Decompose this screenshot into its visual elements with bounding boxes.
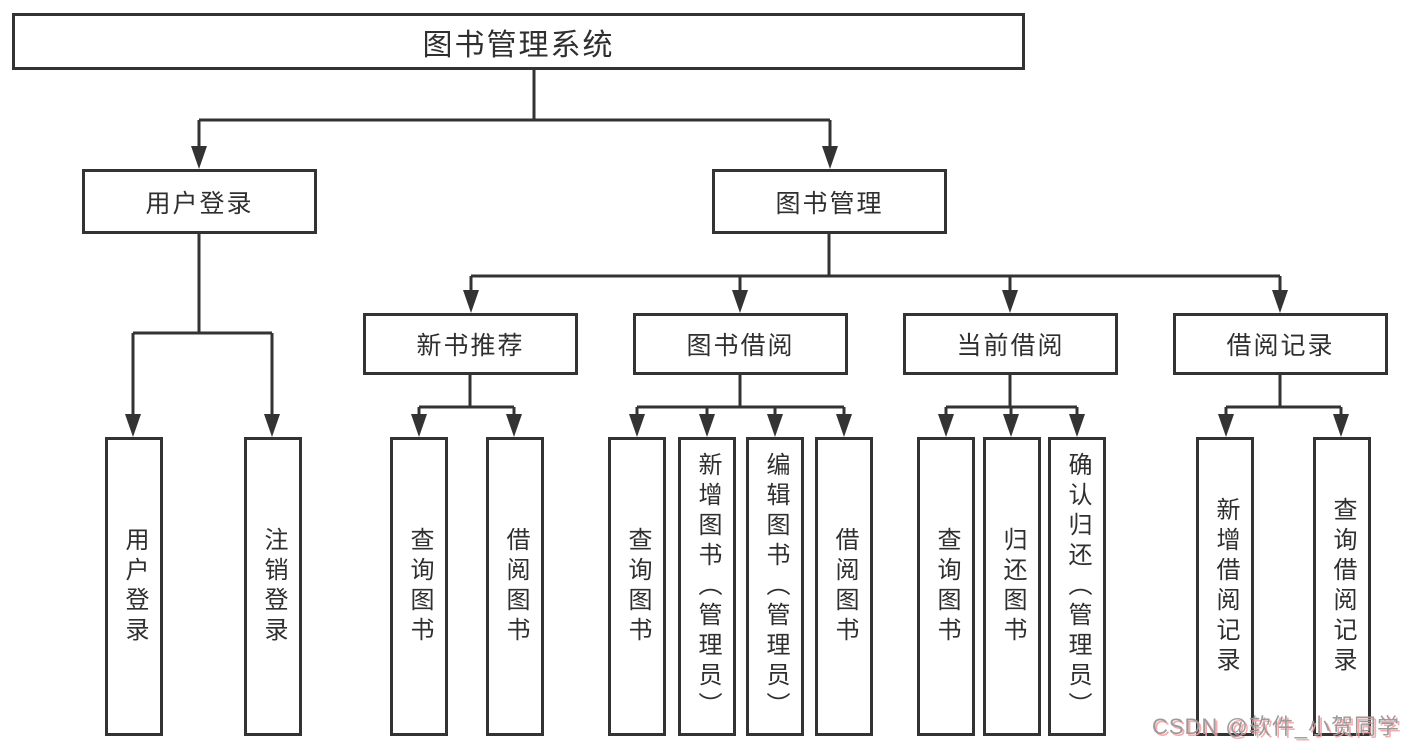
leaf-logout: 注销登录: [244, 437, 302, 736]
arrowheads: [125, 146, 1349, 437]
connector-root-to-level2: [197, 70, 832, 150]
leaf-add-books-admin: 新增图书（管理员）: [678, 437, 736, 736]
connector-new-book-children: [417, 375, 516, 418]
node-borrow-records: 借阅记录: [1173, 313, 1388, 375]
leaf-query-books-borrow: 查询图书: [608, 437, 666, 736]
node-library-management-system: 图书管理系统: [12, 13, 1025, 70]
node-current-borrow: 当前借阅: [903, 313, 1118, 375]
connector-current-borrow-children: [944, 375, 1079, 418]
node-book-management: 图书管理: [712, 169, 947, 234]
leaf-query-books-current: 查询图书: [917, 437, 975, 736]
csdn-watermark: CSDN @软件_小贺同学: [1151, 714, 1400, 739]
leaf-edit-books-admin: 编辑图书（管理员）: [746, 437, 804, 736]
connector-borrow-records-children: [1224, 375, 1343, 418]
connector-user-login-children: [131, 234, 274, 418]
leaf-query-borrow-record: 查询借阅记录: [1313, 437, 1371, 736]
leaf-return-books: 归还图书: [983, 437, 1041, 736]
leaf-query-books-recommend: 查询图书: [390, 437, 448, 736]
leaf-confirm-return-admin: 确认归还（管理员）: [1048, 437, 1106, 736]
leaf-user-login: 用户登录: [105, 437, 163, 736]
leaf-borrow-books: 借阅图书: [815, 437, 873, 736]
leaf-add-borrow-record: 新增借阅记录: [1196, 437, 1254, 736]
node-book-borrow: 图书借阅: [633, 313, 848, 375]
node-new-book-recommend: 新书推荐: [363, 313, 578, 375]
node-user-login: 用户登录: [82, 169, 317, 234]
connector-book-mgmt-children: [469, 234, 1282, 294]
connector-book-borrow-children: [635, 375, 846, 418]
leaf-borrow-books-recommend: 借阅图书: [486, 437, 544, 736]
